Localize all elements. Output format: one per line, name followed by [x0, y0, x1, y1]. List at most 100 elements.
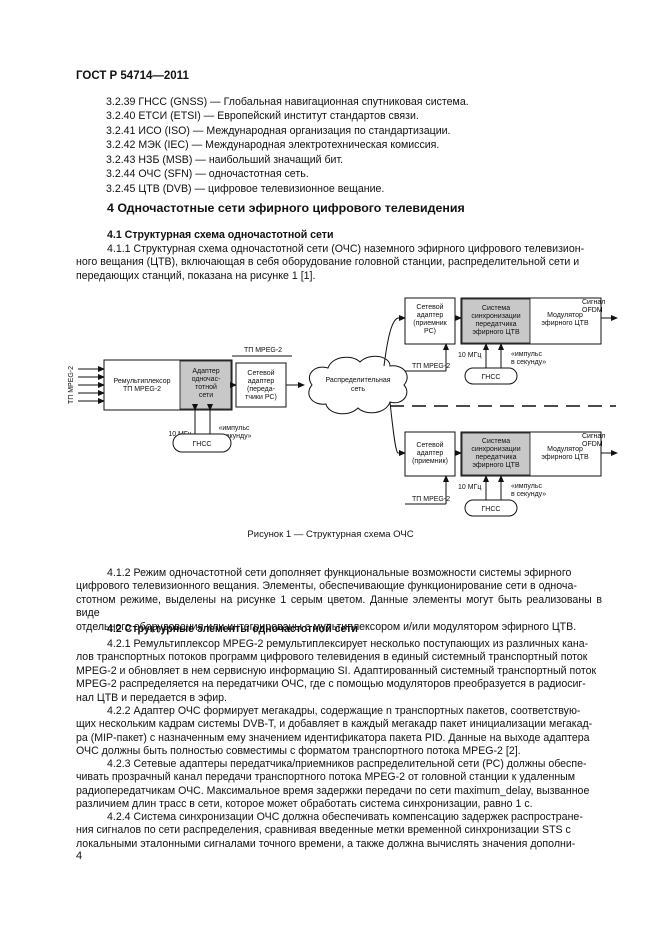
- paragraph-4-2-1: 4.2.1 Ремультиплексор MPEG-2 ремультипле…: [76, 638, 602, 705]
- text-line: цифрового телевизионного вещания. Элемен…: [76, 580, 577, 593]
- sync-label: эфирного ЦТВ: [472, 329, 520, 336]
- text-line: радиопередатчикам ОЧС. Максимальное врем…: [76, 784, 590, 797]
- definition-item: 3.2.39 ГНСС (GNSS) — Глобальная навигаци…: [106, 96, 469, 108]
- sync-label: передатчика: [475, 321, 516, 328]
- gnss-bottom-box: [464, 499, 518, 517]
- output-label: OFDM: [582, 441, 603, 448]
- modulator-label: Модулятор: [547, 312, 583, 319]
- sync-label: Система: [482, 305, 510, 312]
- freq-label-bottom: 10 МГц: [458, 484, 481, 491]
- pps-label-bottom: «импульс: [511, 483, 542, 490]
- rx-adapter-top-box: [404, 297, 456, 345]
- text-line: щих нескольким кадрам системы DVB-T, и д…: [76, 718, 593, 731]
- gnss-label: ГНСС: [193, 441, 212, 448]
- rx-adapter-label: (приемник): [412, 458, 448, 465]
- rx-adapter-label: Сетевой: [416, 303, 443, 311]
- sfn-adapter-box: [179, 360, 232, 410]
- paragraph-4-1-2: 4.1.2 Режим одночастотной сети дополняет…: [76, 567, 602, 634]
- text-line: 4.2.1 Ремультиплексор MPEG-2 ремультипле…: [107, 638, 589, 650]
- text-line: MPEG-2 и обновляет в нем сервисную инфор…: [76, 664, 597, 677]
- figure-caption: Рисунок 1 — Структурная схема ОЧС: [247, 529, 414, 540]
- modulator-label: эфирного ЦТВ: [541, 454, 589, 461]
- output-label: Сигнал: [582, 433, 605, 440]
- document-header: ГОСТ Р 54714—2011: [76, 70, 189, 82]
- text-line: передающих станций, показана на рисунке …: [76, 269, 316, 282]
- pps-label: «импульс: [219, 425, 250, 432]
- text-line: 4.1.2 Режим одночастотной сети дополняет…: [107, 567, 572, 579]
- tp-label: ТП MPEG-2: [244, 347, 282, 354]
- modulator-label: эфирного ЦТВ: [541, 320, 589, 327]
- text-line: ра (MIP-пакет) с назначенным ему значени…: [76, 731, 590, 744]
- cloud-label: Распределительная: [325, 377, 390, 384]
- input-label: ТП MPEG-2: [68, 366, 75, 404]
- pps-label-top: «импульс: [511, 351, 542, 358]
- text-line: различием длин трасс в сети, которое мож…: [76, 798, 533, 811]
- text-line: ного вещания (ЦТВ), включающая в себя об…: [76, 256, 580, 269]
- pps-label-bottom: в секунду»: [511, 491, 546, 498]
- text-line: чивать прозрачный канал передачи транспо…: [76, 771, 576, 784]
- text-line: ОЧС должны быть полностью совместимы с ф…: [76, 745, 521, 758]
- rx-adapter-label: адаптер: [417, 450, 444, 457]
- text-line: локальными эталонными сигналами точного …: [76, 837, 576, 850]
- freq-label-top: 10 МГц: [458, 352, 481, 359]
- rx-adapter-label: Сетевой: [416, 441, 443, 449]
- adapter-label: тотной: [195, 383, 217, 391]
- rx-adapter-label: адаптер: [417, 312, 444, 319]
- remux-label: ТП MPEG-2: [123, 386, 161, 393]
- text-line: отдельного оборудования или интегрирован…: [76, 620, 577, 633]
- sync-top-box: [461, 298, 531, 344]
- gnss-top-box: [464, 367, 518, 385]
- net-adapter-tx-box: [235, 362, 287, 408]
- tp-label-top: ТП MPEG-2: [412, 363, 450, 370]
- page-number: 4: [76, 850, 83, 862]
- subsection-4-1-title: 4.1 Структурная схема одночастотной сети: [107, 229, 334, 241]
- definition-item: 3.2.40 ЕТСИ (ETSI) — Европейский институ…: [106, 110, 419, 122]
- text-line: нал ЦТВ и передается в эфир.: [76, 691, 227, 704]
- paragraph-4-2-3: 4.2.3 Сетевые адаптеры передатчика/прием…: [76, 758, 602, 812]
- text-line: MPEG-2 распределяется на передатчики ОЧС…: [76, 678, 586, 691]
- rx-adapter-bottom-box: [404, 431, 456, 477]
- sync-label: Система: [482, 438, 510, 445]
- gnss-box: [172, 433, 232, 453]
- output-label: OFDM: [582, 307, 603, 314]
- modulator-label: Модулятор: [547, 446, 583, 453]
- adapter-label: Адаптер: [192, 368, 219, 375]
- figure-1-diagram: ТП MPEG-2 Ремультиплексор ТП MPEG-2 Адап…: [68, 297, 618, 517]
- adapter-label: одночас-: [192, 376, 221, 383]
- gnss-label: ГНСС: [482, 374, 501, 381]
- text-line: 4.2.3 Сетевые адаптеры передатчика/прием…: [107, 758, 587, 770]
- net-adapter-label: тчики РС): [245, 394, 277, 401]
- sync-label: синхронизации: [471, 446, 520, 453]
- text-line: 4.2.4 Система синхронизации ОЧС должна о…: [107, 811, 583, 823]
- rx-adapter-label: РС): [424, 328, 436, 335]
- text-line: стотном режиме, выделены на рисунке 1 се…: [76, 593, 602, 620]
- text-line: ния сигналов по сети распределения, срав…: [76, 824, 571, 837]
- sync-bottom-box: [461, 432, 531, 476]
- net-adapter-label: Сетевой: [247, 369, 274, 377]
- definition-item: 3.2.42 МЭК (IEC) — Международная электро…: [106, 139, 440, 151]
- text-line: лов транспортных потоков программ цифров…: [76, 651, 588, 664]
- text-line: 4.2.2 Адаптер ОЧС формирует мегакадры, с…: [107, 705, 581, 717]
- remux-label: Ремультиплексор: [113, 378, 170, 385]
- distribution-network-cloud: [308, 355, 408, 415]
- adapter-label: сети: [199, 392, 213, 399]
- sync-label: передатчика: [475, 454, 516, 461]
- paragraph-4-2-2: 4.2.2 Адаптер ОЧС формирует мегакадры, с…: [76, 705, 602, 759]
- paragraph-4-2-4: 4.2.4 Система синхронизации ОЧС должна о…: [76, 811, 602, 851]
- net-adapter-label: (переда-: [247, 386, 276, 393]
- definition-item: 3.2.45 ЦТВ (DVB) — цифровое телевизионно…: [106, 183, 385, 195]
- sync-label: эфирного ЦТВ: [472, 462, 520, 469]
- rx-adapter-label: (приемник: [413, 320, 447, 327]
- pps-label-top: в секунду»: [511, 359, 546, 366]
- paragraph-4-1-1: 4.1.1 Структурная схема одночастотной се…: [76, 243, 602, 283]
- cloud-label: сеть: [351, 386, 365, 393]
- subsection-4-2-title: 4.2 Структурные элементы одночастотной с…: [107, 623, 358, 635]
- tp-label-bottom: ТП MPEG-2: [412, 496, 450, 503]
- section-4-title: 4 Одночастотные сети эфирного цифрового …: [107, 201, 465, 215]
- sync-label: синхронизации: [471, 313, 520, 320]
- text-line: 4.1.1 Структурная схема одночастотной се…: [107, 243, 585, 255]
- net-adapter-label: адаптер: [248, 378, 275, 385]
- output-label: Сигнал: [582, 299, 605, 306]
- definition-item: 3.2.43 НЗБ (MSB) — наибольший значащий б…: [106, 154, 344, 166]
- gnss-label: ГНСС: [482, 506, 501, 513]
